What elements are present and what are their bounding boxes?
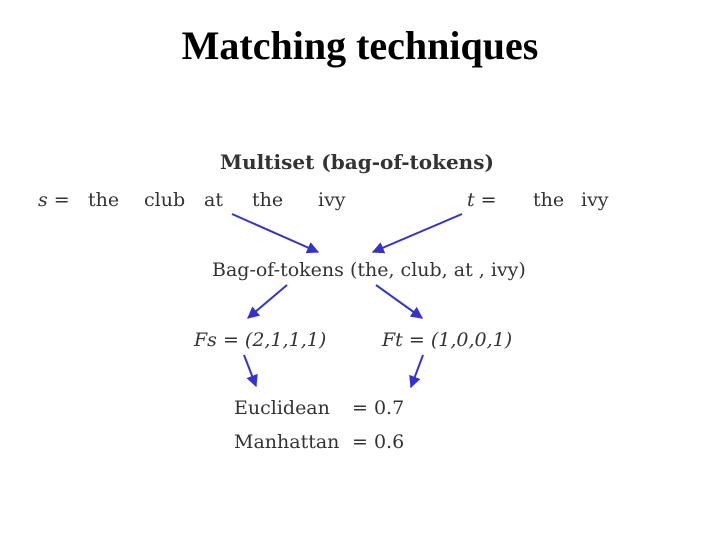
arrow-bag-to-fs (247, 284, 288, 319)
s-token: club (144, 189, 186, 211)
s-token: the (88, 189, 120, 211)
s-token: the (252, 189, 284, 211)
metric-value-euclidean: = 0.7 (352, 397, 405, 419)
arrow-bag-to-ft (375, 284, 423, 319)
fs-vector: Fs = (2,1,1,1) (194, 329, 327, 351)
page-title: Matching techniques (181, 23, 539, 68)
t-token: the (533, 189, 565, 211)
s-token: ivy (318, 189, 346, 211)
metric-value-manhattan: = 0.6 (352, 431, 405, 453)
s-label: s = (38, 189, 70, 211)
metric-name-euclidean: Euclidean (234, 397, 330, 419)
t-label: t = (467, 189, 497, 211)
section-heading: Multiset (bag-of-tokens) (220, 150, 494, 174)
arrow-s-to-bag (231, 213, 320, 254)
bag-of-tokens: Bag-of-tokens (the, club, at , ivy) (212, 259, 526, 281)
arrow-ft-to-metrics (409, 354, 424, 389)
s-token: at (204, 189, 223, 211)
ft-vector: Ft = (1,0,0,1) (382, 329, 513, 351)
arrow-fs-to-metrics (243, 354, 258, 388)
metric-name-manhattan: Manhattan (234, 431, 340, 453)
arrow-t-to-bag (371, 213, 463, 254)
t-token: ivy (581, 189, 609, 211)
